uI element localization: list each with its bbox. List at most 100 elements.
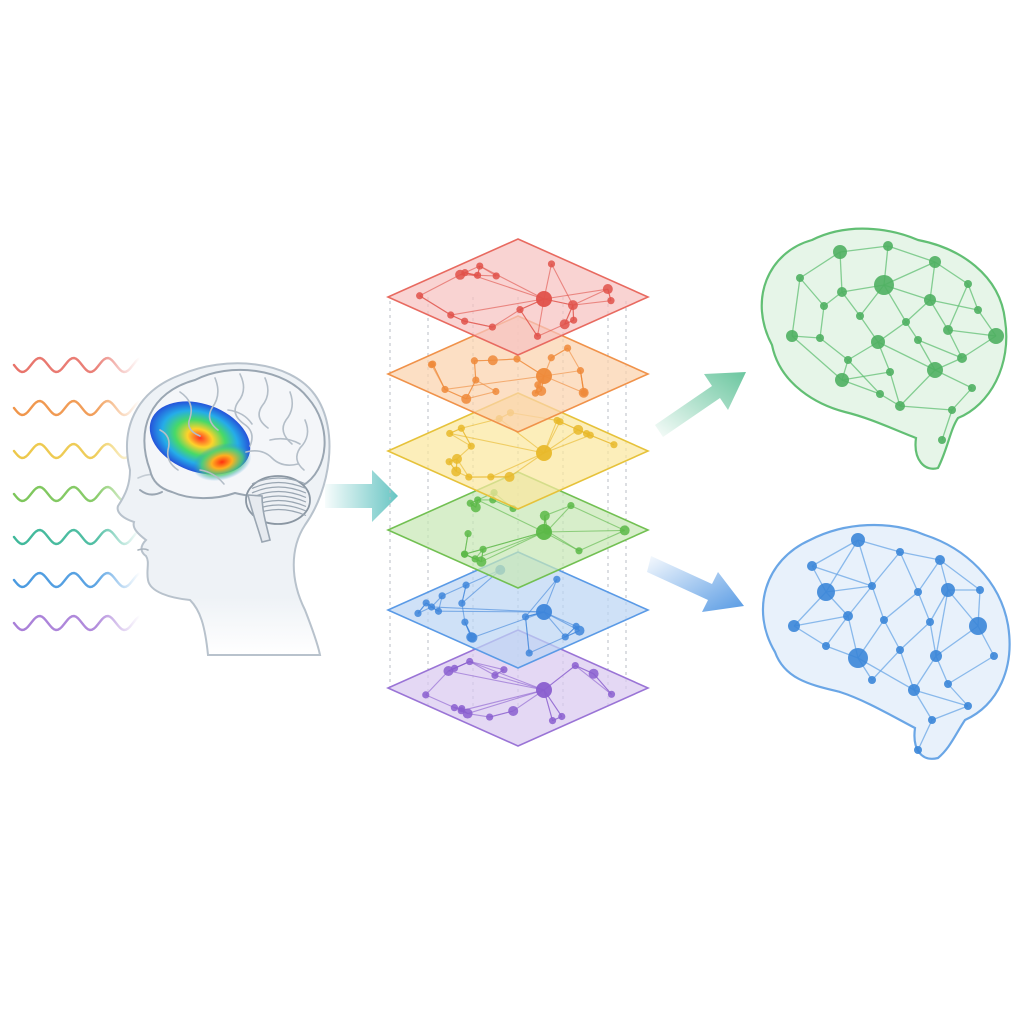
- network-node: [534, 381, 542, 389]
- network-edge: [469, 661, 496, 676]
- network-node: [487, 355, 498, 366]
- network-node: [470, 502, 481, 513]
- network-node: [462, 581, 470, 589]
- cerebellum-fold: [251, 477, 307, 485]
- arrow-down-right-icon: [647, 556, 744, 612]
- network-node: [914, 588, 922, 596]
- network-node: [461, 393, 472, 404]
- network-edge: [481, 531, 545, 563]
- sine-wave-icon: [12, 399, 142, 417]
- network-node: [422, 599, 430, 607]
- network-node: [473, 271, 482, 279]
- network-edge: [793, 625, 827, 647]
- network-hub-node: [536, 368, 552, 384]
- network-node: [471, 555, 479, 563]
- network-node: [573, 424, 584, 435]
- brain-network-icon-blue: [761, 523, 1011, 760]
- network-edge: [799, 277, 825, 307]
- network-edge: [847, 359, 881, 395]
- network-node: [896, 548, 904, 556]
- network-node: [924, 294, 936, 306]
- network-node: [988, 328, 1004, 344]
- network-edge: [939, 559, 981, 591]
- network-edge: [947, 655, 995, 685]
- network-node: [460, 550, 469, 558]
- network-node: [458, 599, 466, 607]
- brain-gyrus: [179, 391, 201, 437]
- network-layer-4: [386, 471, 650, 589]
- network-node: [416, 292, 424, 300]
- layer-plane: [386, 551, 650, 669]
- network-node: [422, 691, 430, 699]
- network-edge: [929, 299, 979, 311]
- network-node: [941, 583, 955, 597]
- network-edge: [947, 283, 969, 331]
- network-edge: [550, 263, 574, 306]
- network-node: [470, 357, 478, 365]
- network-node: [883, 241, 893, 251]
- network-node: [476, 262, 484, 270]
- network-edge: [438, 610, 545, 613]
- network-node: [957, 353, 967, 363]
- cerebrum: [143, 368, 326, 500]
- network-edge: [847, 585, 873, 617]
- network-edge: [546, 505, 572, 532]
- network-edge: [492, 309, 521, 328]
- network-edge: [917, 559, 941, 593]
- network-edge: [917, 591, 931, 623]
- network-node: [976, 586, 984, 594]
- network-node: [822, 642, 830, 650]
- brain-gyrus: [199, 469, 225, 485]
- brain-network-icon-green: [760, 227, 1008, 470]
- network-node: [788, 620, 800, 632]
- network-edge: [825, 539, 859, 593]
- network-node: [533, 332, 542, 340]
- layer-plane: [386, 238, 650, 356]
- network-edge: [791, 277, 801, 337]
- network-node: [558, 712, 566, 721]
- network-edge: [543, 529, 625, 533]
- brain-gyrus: [234, 373, 253, 447]
- network-edge: [474, 531, 545, 560]
- network-edge: [934, 261, 969, 285]
- network-node: [902, 318, 910, 326]
- network-node: [843, 611, 853, 621]
- network-node: [588, 668, 599, 679]
- network-node: [935, 555, 945, 565]
- network-node: [968, 384, 976, 392]
- network-node: [851, 533, 865, 547]
- network-edge: [449, 432, 472, 447]
- network-node: [553, 575, 561, 583]
- network-edge: [935, 589, 949, 657]
- network-edge: [883, 591, 919, 621]
- network-node: [414, 609, 422, 617]
- network-node: [466, 632, 477, 643]
- network-hub-node: [848, 648, 868, 668]
- network-edge: [899, 369, 936, 407]
- network-node: [450, 664, 459, 672]
- network-node: [487, 473, 495, 481]
- network-edge: [929, 261, 936, 301]
- network-edge: [431, 606, 545, 613]
- arrow-right-icon: [325, 470, 398, 522]
- network-node: [539, 510, 550, 521]
- brain-gyrus: [269, 437, 301, 445]
- network-hub-node: [817, 583, 835, 601]
- network-node: [833, 245, 847, 259]
- network-node: [938, 436, 946, 444]
- network-node: [567, 300, 578, 311]
- network-edge: [871, 649, 901, 681]
- lips: [137, 548, 149, 551]
- network-edge: [472, 611, 545, 639]
- network-node: [531, 389, 539, 397]
- network-edge: [574, 665, 612, 695]
- network-node: [619, 525, 630, 536]
- network-edge: [524, 616, 530, 654]
- network-node: [462, 708, 473, 719]
- network-node: [990, 652, 998, 660]
- network-edge: [425, 694, 455, 709]
- network-edge: [525, 578, 558, 618]
- network-node: [868, 676, 876, 684]
- network-edge: [857, 539, 873, 587]
- network-edge: [441, 584, 467, 597]
